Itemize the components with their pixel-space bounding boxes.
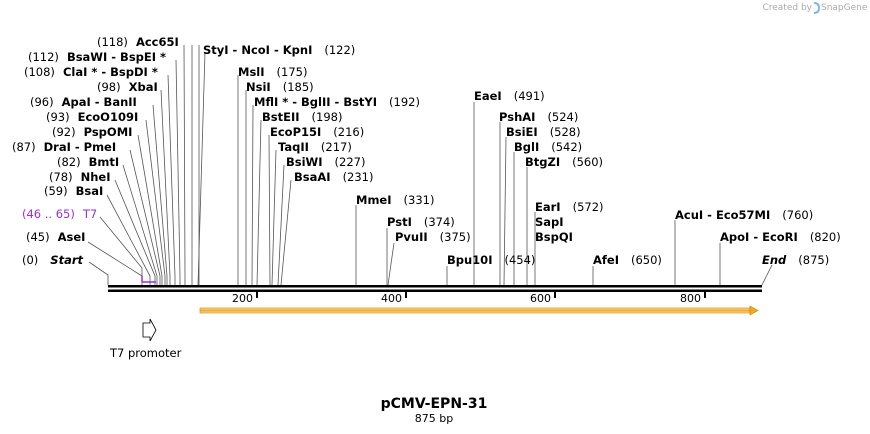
site-label-btgzi: BtgZI(560) bbox=[525, 155, 603, 169]
leader-apai bbox=[152, 104, 168, 285]
t7-site-marker bbox=[141, 276, 156, 283]
site-label-asei: (45)AseI bbox=[26, 230, 85, 244]
leader-ecop15i bbox=[268, 134, 271, 286]
t7-promoter-label: T7 promoter bbox=[109, 346, 182, 360]
leader-lines bbox=[87, 44, 773, 286]
leader-styi-3 bbox=[197, 51, 206, 286]
site-label-styi: StyI - NcoI - KpnI(122) bbox=[203, 43, 355, 57]
leader-clai bbox=[167, 74, 176, 285]
site-label-start: (0)Start bbox=[22, 253, 84, 267]
axis-tick-600: 600 bbox=[530, 292, 551, 305]
leader-xbai bbox=[160, 89, 171, 285]
site-label-nsii: NsiI(185) bbox=[246, 80, 314, 94]
site-label-acc65i: (118)Acc65I bbox=[97, 35, 179, 49]
site-label-mmei: MmeI(331) bbox=[356, 193, 434, 207]
leader-bsteii bbox=[256, 119, 262, 286]
leader-bsaai bbox=[280, 179, 292, 286]
site-label-apai: (96)ApaI - BanII bbox=[30, 95, 137, 109]
map-length: 875 bp bbox=[415, 412, 453, 425]
site-label-drai: (87)DraI - PmeI bbox=[12, 140, 116, 154]
leader-start bbox=[88, 261, 109, 285]
site-label-msli: MslI(175) bbox=[238, 65, 307, 79]
orf-feature-arrow[interactable] bbox=[199, 305, 759, 316]
leader-pspomi bbox=[137, 134, 163, 285]
site-label-eaei: EaeI(491) bbox=[474, 89, 545, 103]
axis-tick-400: 400 bbox=[381, 292, 402, 305]
site-labels: (0)Start (45)AseI (46 .. 65)T7 (59)BsaI … bbox=[12, 35, 841, 267]
axis-tick-labels: 200 400 600 800 bbox=[232, 292, 701, 305]
axis-tick-800: 800 bbox=[680, 292, 701, 305]
axis-tick-200: 200 bbox=[232, 292, 253, 305]
leader-bmti bbox=[122, 164, 158, 285]
site-label-afei: AfeI(650) bbox=[593, 253, 662, 267]
site-label-end: End(875) bbox=[762, 253, 829, 267]
site-label-mfli: MflI * - BglII - BstYI(192) bbox=[254, 95, 420, 109]
leader-acc65i bbox=[183, 44, 186, 285]
site-label-bmti: (82)BmtI bbox=[57, 155, 119, 169]
leader-taqii bbox=[271, 149, 277, 286]
leader-pvuii bbox=[387, 242, 395, 286]
site-label-bsiei: BsiEI(528) bbox=[506, 125, 581, 139]
brand-name: SnapGene bbox=[821, 3, 868, 13]
brand-prefix: Created by bbox=[762, 3, 812, 13]
leader-ecoo109i bbox=[145, 119, 166, 285]
site-label-bpu10i: Bpu10I(454) bbox=[447, 253, 535, 267]
map-title: pCMV-EPN-31 bbox=[381, 396, 488, 412]
site-label-ecoo109i: (93)EcoO109I bbox=[46, 110, 138, 124]
site-label-apoi: ApoI - EcoRI(820) bbox=[720, 230, 841, 244]
site-label-psti: PstI(374) bbox=[387, 215, 455, 229]
sequence-backbone bbox=[108, 285, 762, 292]
site-label-pshai: PshAI(524) bbox=[499, 110, 578, 124]
site-label-sapi: SapI bbox=[535, 215, 564, 229]
site-label-eari: EarI(572) bbox=[535, 200, 604, 214]
site-label-clai: (108)ClaI * - BspDI * bbox=[24, 65, 158, 79]
leader-drai bbox=[129, 149, 161, 285]
leader-asei bbox=[87, 241, 143, 285]
site-label-bspqi: BspQI bbox=[535, 230, 573, 244]
site-label-acui: AcuI - Eco57MI(760) bbox=[675, 208, 813, 222]
snapgene-logo-icon bbox=[813, 2, 821, 14]
t7-promoter-feature[interactable] bbox=[142, 318, 157, 342]
site-label-pspomi: (92)PspOMI bbox=[52, 125, 132, 139]
site-label-bsiwi: BsiWI(227) bbox=[286, 155, 365, 169]
site-label-nhei: (78)NheI bbox=[49, 170, 111, 184]
axis-ticks bbox=[256, 291, 706, 298]
leader-bsawi bbox=[175, 59, 181, 285]
promoter-arrow-icon bbox=[142, 318, 157, 342]
leader-bsiwi bbox=[277, 164, 285, 286]
leader-nhei bbox=[114, 179, 156, 285]
leader-mfli bbox=[251, 104, 254, 286]
site-label-taqii: TaqII(217) bbox=[278, 140, 352, 154]
site-label-t7: (46 .. 65)T7 bbox=[22, 207, 97, 221]
site-label-xbai: (98)XbaI bbox=[97, 80, 158, 94]
site-label-ecop15i: EcoP15I(216) bbox=[270, 125, 364, 139]
leader-bsiei bbox=[503, 136, 507, 286]
site-label-bsai: (59)BsaI bbox=[44, 184, 103, 198]
site-label-bsteii: BstEII(198) bbox=[262, 110, 342, 124]
leader-end bbox=[761, 264, 773, 286]
site-label-bsawi: (112)BsaWI - BspEI * bbox=[28, 50, 166, 64]
site-label-bgli: BglI(542) bbox=[514, 140, 582, 154]
site-label-bsaai: BsaAI(231) bbox=[294, 170, 374, 184]
site-label-pvuii: PvuII(375) bbox=[395, 230, 471, 244]
